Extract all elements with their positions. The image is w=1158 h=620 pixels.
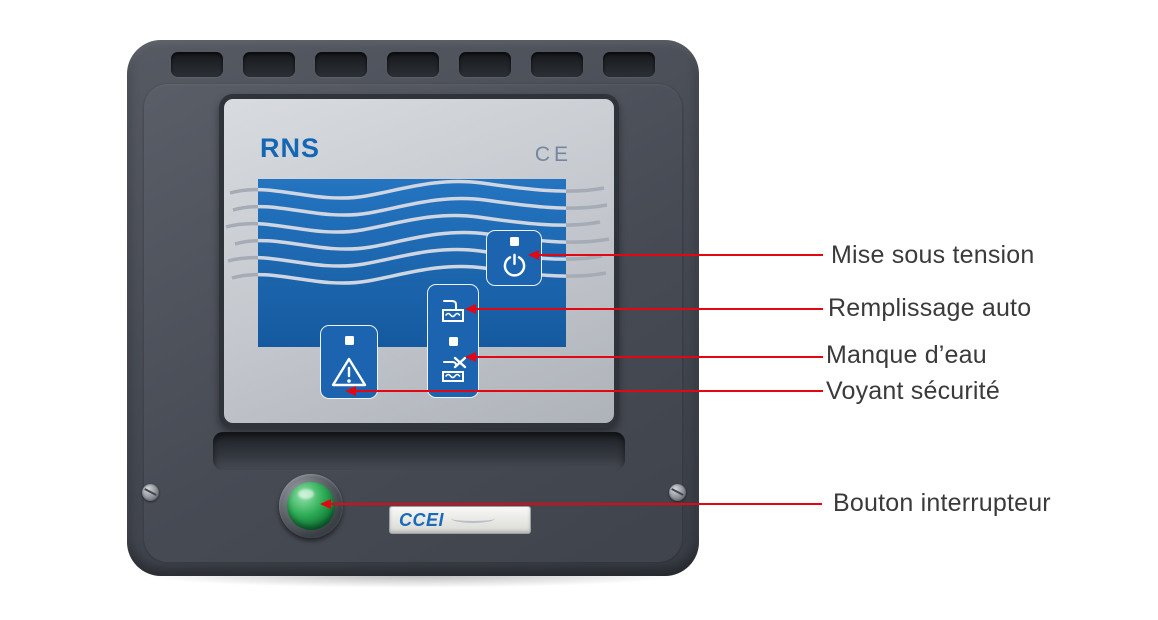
power-button[interactable] xyxy=(279,474,343,538)
brand-logo-text: CCEI xyxy=(399,509,445,530)
vent-grill xyxy=(161,52,665,77)
display-panel: RNS CE xyxy=(219,94,619,428)
warning-triangle-icon xyxy=(331,357,367,386)
callout-label-power: Mise sous tension xyxy=(831,241,1035,269)
water-fill-icon xyxy=(442,299,464,322)
water-crossed-icon xyxy=(442,357,467,383)
screw-icon xyxy=(142,484,159,501)
power-button-cap[interactable] xyxy=(287,482,335,530)
indicator-led xyxy=(509,237,519,246)
panel-groove xyxy=(213,432,625,470)
vent-slot xyxy=(243,52,295,77)
model-label: RNS xyxy=(260,133,321,163)
brand-label: CCEI xyxy=(389,506,531,534)
callout-line-autofill xyxy=(476,308,823,310)
callout-arrow-button xyxy=(320,499,331,509)
screw-icon xyxy=(669,484,686,501)
vent-slot xyxy=(315,52,367,77)
vent-slot xyxy=(603,52,655,77)
callout-line-power xyxy=(539,254,823,256)
callout-arrow-safety xyxy=(345,386,356,396)
callout-line-button xyxy=(331,503,822,505)
brand-tagline-script xyxy=(451,514,496,523)
indicator-led xyxy=(344,336,354,346)
vent-slot xyxy=(171,52,223,77)
callout-label-safety: Voyant sécurité xyxy=(826,377,1000,405)
callout-arrow-nowater xyxy=(465,352,476,362)
callout-line-safety xyxy=(356,390,823,392)
vent-slot xyxy=(387,52,439,77)
callout-arrow-autofill xyxy=(465,304,476,314)
callout-label-button: Bouton interrupteur xyxy=(833,489,1051,517)
callout-line-nowater xyxy=(476,356,823,358)
callout-label-autofill: Remplissage auto xyxy=(828,294,1032,322)
power-icon xyxy=(503,253,525,277)
fill-indicator-tile xyxy=(427,284,479,398)
callout-arrow-power xyxy=(528,250,539,260)
indicator-led xyxy=(448,336,458,346)
button-highlight xyxy=(298,489,314,499)
vent-slot xyxy=(459,52,511,77)
vent-slot xyxy=(531,52,583,77)
callout-label-nowater: Manque d’eau xyxy=(826,341,987,369)
ce-mark: CE xyxy=(534,143,572,166)
